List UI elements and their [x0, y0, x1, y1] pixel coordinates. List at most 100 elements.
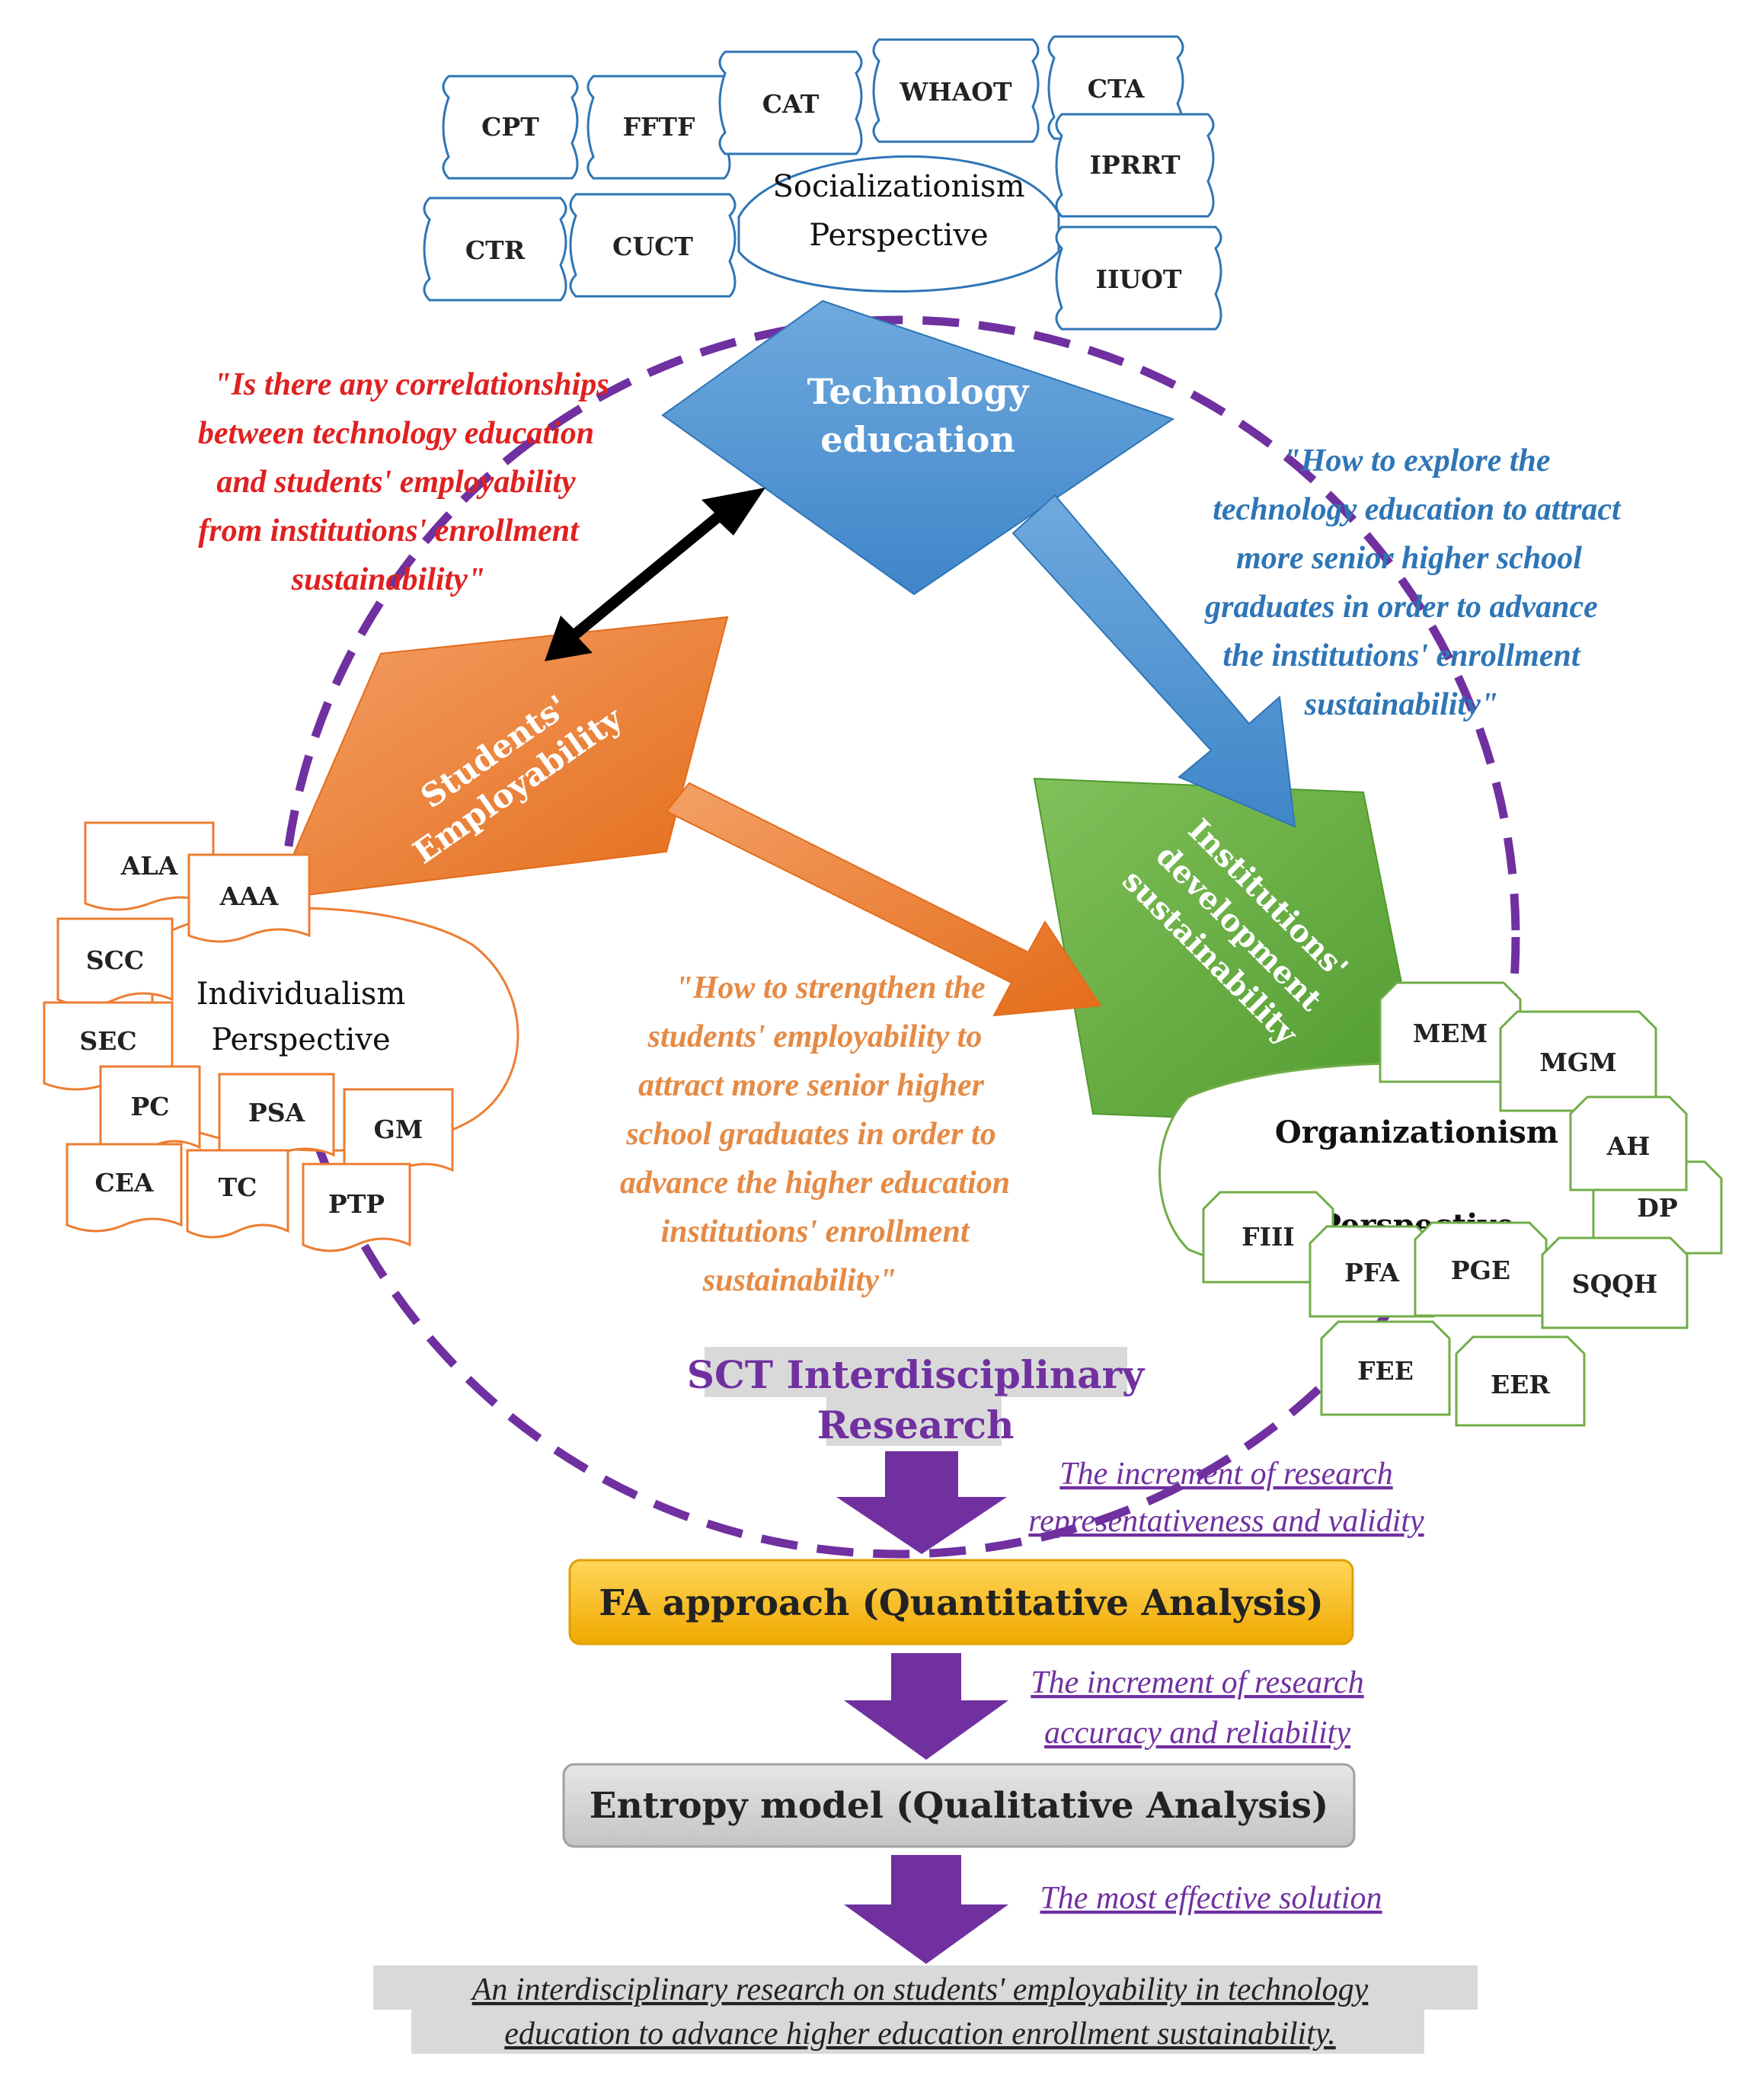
box-sqqh: SQQH — [1541, 1236, 1689, 1329]
svg-text:graduates in order to advance: graduates in order to advance — [1204, 590, 1598, 625]
fa-approach-box: FA approach (Quantitative Analysis) — [568, 1559, 1354, 1645]
svg-text:SQQH: SQQH — [1572, 1269, 1658, 1299]
institutions-development-node: Institutions' development sustainability — [1033, 777, 1432, 1129]
organization-perspective-line1: Organizationism — [1275, 1115, 1558, 1150]
svg-text:The most effective solution: The most effective solution — [1040, 1881, 1382, 1916]
technology-label-line1: Technology — [807, 371, 1030, 412]
svg-text:ALA: ALA — [120, 851, 178, 881]
svg-text:WHAOT: WHAOT — [899, 77, 1012, 107]
svg-text:technology education to attrac: technology education to attract — [1213, 492, 1622, 527]
svg-text:An interdisciplinary research: An interdisciplinary research on student… — [470, 1972, 1369, 2007]
individualism-perspective-line2: Perspective — [211, 1022, 390, 1057]
box-pge: PGE — [1414, 1221, 1548, 1317]
svg-text:advance the higher education: advance the higher education — [620, 1166, 1010, 1201]
box-aaa: AAA — [187, 853, 311, 943]
svg-text:Research: Research — [817, 1402, 1015, 1447]
svg-text:"Is there any correlationships: "Is there any correlationships — [213, 367, 609, 402]
svg-text:school graduates in order to: school graduates in order to — [625, 1117, 995, 1152]
svg-text:MEM: MEM — [1413, 1019, 1488, 1048]
box-whaot: WHAOT — [872, 38, 1040, 143]
box-scc: SCC — [56, 917, 174, 1007]
socialization-cluster: Socializationism Perspective CPT FFTF CA… — [423, 35, 1222, 331]
double-arrow-black — [545, 488, 765, 661]
svg-text:sustainability": sustainability" — [291, 562, 485, 597]
svg-text:institutions' enrollment: institutions' enrollment — [661, 1214, 970, 1249]
box-iiuot: IIUOT — [1055, 225, 1222, 331]
question-strengthen: "How to strengthen the students' employa… — [620, 971, 1010, 1298]
svg-text:SEC: SEC — [79, 1026, 136, 1056]
svg-text:"How to explore the: "How to explore the — [1283, 443, 1550, 478]
svg-text:MGM: MGM — [1539, 1047, 1616, 1077]
svg-text:students' employability to: students' employability to — [647, 1019, 983, 1054]
box-tc: TC — [186, 1149, 289, 1239]
box-fiii: FIII — [1202, 1191, 1334, 1284]
svg-text:TC: TC — [219, 1172, 257, 1202]
organization-cluster: Organizationism Perspective MEM MGM DP A… — [1158, 981, 1723, 1427]
svg-text:CUCT: CUCT — [612, 232, 693, 261]
individualism-cluster: Individualism Perspective ALA AAA SCC SE… — [43, 821, 519, 1252]
box-fee: FEE — [1320, 1320, 1451, 1416]
svg-text:PC: PC — [130, 1092, 169, 1121]
svg-text:PGE: PGE — [1451, 1255, 1510, 1285]
box-pfa: PFA — [1309, 1225, 1435, 1318]
svg-text:CTR: CTR — [465, 235, 526, 265]
svg-text:SCC: SCC — [86, 945, 144, 975]
box-mem: MEM — [1379, 981, 1522, 1083]
box-ctr: CTR — [423, 197, 567, 302]
svg-text:CPT: CPT — [481, 112, 539, 142]
box-iprrt: IPRRT — [1055, 113, 1215, 218]
box-cat: CAT — [718, 50, 863, 155]
question-correlation: "Is there any correlationships between t… — [198, 367, 609, 597]
svg-text:SCT Interdisciplinary: SCT Interdisciplinary — [687, 1352, 1146, 1397]
increment-reliability-label: The increment of research accuracy and r… — [1031, 1665, 1363, 1751]
most-effective-solution-label: The most effective solution — [1040, 1881, 1382, 1916]
box-cea: CEA — [66, 1143, 183, 1233]
box-cpt: CPT — [442, 75, 579, 180]
box-cuct: CUCT — [569, 193, 737, 298]
conclusion-statement: An interdisciplinary research on student… — [373, 1965, 1478, 2054]
svg-text:sustainability": sustainability" — [1304, 687, 1498, 722]
down-arrow-3 — [844, 1855, 1008, 1964]
students-employability-node: Students' Employability — [273, 616, 729, 900]
individualism-perspective-line1: Individualism — [197, 977, 406, 1012]
svg-text:more senior higher school: more senior higher school — [1236, 541, 1582, 576]
box-ala: ALA — [84, 821, 215, 911]
arrow-technology-to-institutions — [1011, 494, 1296, 828]
socialization-perspective-line1: Socializationism — [773, 169, 1025, 204]
svg-text:DP: DP — [1637, 1193, 1677, 1223]
svg-text:EER: EER — [1491, 1370, 1550, 1399]
svg-text:between technology education: between technology education — [198, 416, 594, 451]
svg-text:The increment of research: The increment of research — [1059, 1457, 1392, 1492]
box-eer: EER — [1455, 1335, 1586, 1427]
svg-text:sustainability": sustainability" — [702, 1263, 896, 1298]
technology-label-line2: education — [820, 419, 1015, 460]
arrow-students-to-institutions — [665, 782, 1102, 1017]
svg-text:FA approach (Quantitative Anal: FA approach (Quantitative Analysis) — [599, 1582, 1323, 1624]
down-arrow-2 — [844, 1653, 1008, 1760]
svg-text:Entropy model (Qualitative Ana: Entropy model (Qualitative Analysis) — [590, 1785, 1329, 1827]
svg-text:GM: GM — [374, 1115, 423, 1144]
svg-text:The increment of research: The increment of research — [1031, 1665, 1363, 1700]
svg-text:PSA: PSA — [248, 1098, 305, 1127]
svg-text:AAA: AAA — [219, 881, 279, 911]
entropy-model-box: Entropy model (Qualitative Analysis) — [562, 1763, 1356, 1848]
svg-text:"How to strengthen the: "How to strengthen the — [675, 971, 985, 1006]
box-pc: PC — [99, 1065, 201, 1155]
svg-text:FIII: FIII — [1242, 1222, 1295, 1252]
svg-text:PFA: PFA — [1344, 1258, 1399, 1287]
svg-text:representativeness and validit: representativeness and validity — [1028, 1504, 1424, 1539]
svg-text:CAT: CAT — [762, 89, 820, 119]
svg-text:CEA: CEA — [94, 1168, 153, 1198]
down-arrow-1 — [836, 1451, 1007, 1554]
svg-text:CTA: CTA — [1088, 74, 1145, 104]
svg-text:attract more senior higher: attract more senior higher — [638, 1068, 985, 1103]
svg-text:accuracy and reliability: accuracy and reliability — [1044, 1716, 1350, 1751]
svg-text:FFTF: FFTF — [623, 112, 695, 142]
svg-text:IPRRT: IPRRT — [1089, 150, 1181, 180]
svg-text:FEE: FEE — [1357, 1356, 1414, 1386]
box-psa: PSA — [218, 1073, 335, 1163]
svg-text:PTP: PTP — [328, 1189, 385, 1219]
socialization-perspective-line2: Perspective — [809, 218, 988, 253]
